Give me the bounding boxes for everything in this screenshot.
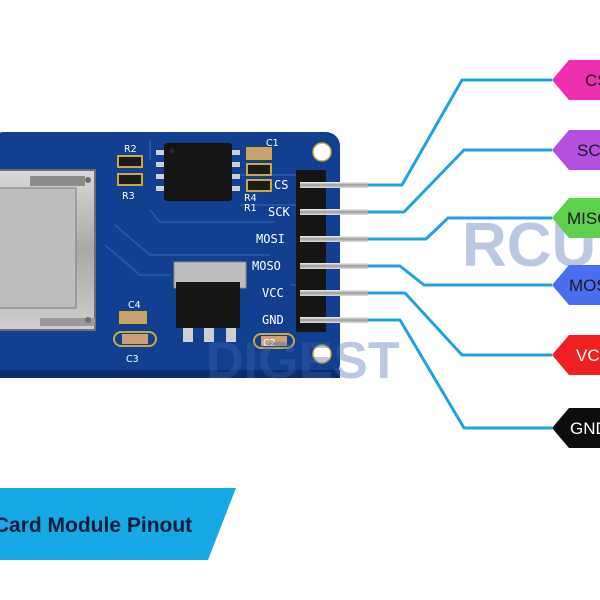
smd-components <box>113 147 295 349</box>
ref-label-r1: R1 <box>244 203 257 214</box>
voltage-regulator <box>173 261 247 342</box>
resistor-r2 <box>117 155 143 168</box>
resistor-r3 <box>117 173 143 186</box>
capacitor-c2 <box>253 333 295 349</box>
pin-label-cs: CS <box>274 178 288 192</box>
capacitor-c1 <box>246 147 272 160</box>
capacitor-c4 <box>119 311 147 324</box>
pin-tag-label: VCC <box>576 346 600 365</box>
banner-title: Micro SD Card Module Pinout <box>0 514 192 537</box>
pin-tag-cs: CS <box>552 60 600 100</box>
title-banner: Micro SD Card Module Pinout <box>0 488 236 560</box>
sd-card-module-board: R2 R3 C1 R4 R1 C4 C3 C2 CS SCK MOSI MOSO… <box>0 132 368 378</box>
wire-vcc <box>368 291 552 357</box>
pin-label-moso: MOSO <box>252 259 281 273</box>
component-ref-labels: R2 R3 C1 R4 R1 C4 C3 C2 <box>122 138 279 365</box>
watermark-line2: DIGEST <box>206 332 400 390</box>
ref-label-c3: C3 <box>126 354 139 365</box>
pin-header <box>296 170 368 332</box>
ref-label-c2: C2 <box>263 338 276 349</box>
pin-tag-label: MISO <box>567 209 600 228</box>
pin-labels: CS SCK MOSI MOSO VCC GND <box>252 178 290 327</box>
wire-cs <box>368 78 552 187</box>
resistor-r1 <box>246 179 272 192</box>
pcb-shade <box>0 370 340 378</box>
wire-mosi <box>368 264 552 287</box>
pin-tag-miso: MISO <box>552 198 600 238</box>
pin-label-mosi: MOSI <box>256 232 285 246</box>
pin-tag-label: GND <box>570 419 600 438</box>
ref-label-c1: C1 <box>266 138 279 149</box>
pin-tag-label: CS <box>585 71 600 90</box>
pin-label-vcc: VCC <box>262 286 284 300</box>
mounting-hole-top <box>312 142 332 162</box>
pin-tag-label: MOSI <box>569 276 600 295</box>
wire-miso <box>368 216 552 241</box>
pin-tag-label: SCK <box>577 141 600 160</box>
ref-label-r2: R2 <box>124 144 137 155</box>
sd-card-slot <box>0 169 96 331</box>
mounting-hole-bottom <box>312 344 332 364</box>
capacitor-c3 <box>113 331 157 347</box>
connection-wires <box>368 78 552 430</box>
ic-chip <box>156 143 240 201</box>
ref-label-r3: R3 <box>122 191 135 202</box>
ref-label-c4: C4 <box>128 300 141 311</box>
wire-gnd <box>368 318 552 430</box>
pin-tag-mosi: MOSI <box>552 265 600 305</box>
pin-label-sck: SCK <box>268 205 290 219</box>
resistor-r4 <box>246 163 272 176</box>
ref-label-r4: R4 <box>244 193 257 204</box>
pin-label-gnd: GND <box>262 313 284 327</box>
pin-tag-sck: SCK <box>552 130 600 170</box>
pin-tag-vcc: VCC <box>552 335 600 375</box>
pin-tag-gnd: GND <box>552 408 600 448</box>
pin-tags: CS SCK MISO MOSI VCC GND <box>552 60 600 448</box>
wire-sck <box>368 148 552 214</box>
